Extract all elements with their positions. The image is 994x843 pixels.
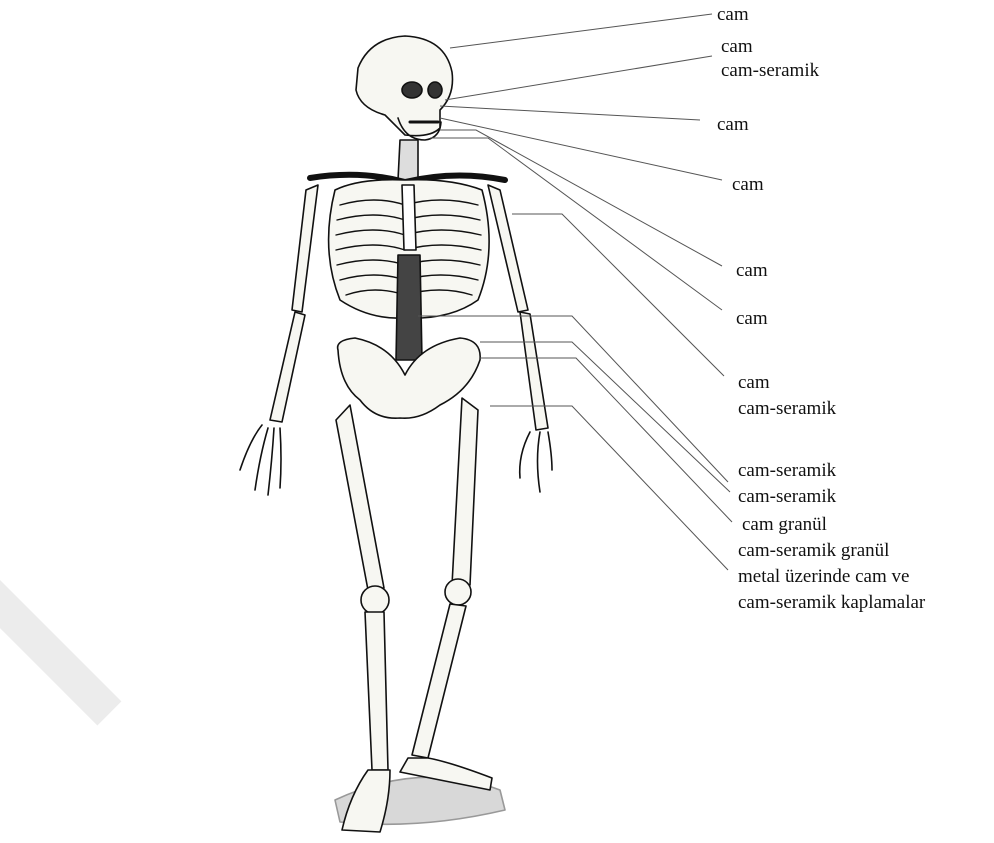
eye-socket-left <box>402 82 422 98</box>
leader-ear <box>445 56 712 100</box>
right-tibia <box>365 612 388 770</box>
left-tibia <box>412 604 466 758</box>
leader-sternum <box>512 214 724 376</box>
label-mandible: cam <box>732 174 764 195</box>
leader-hip <box>490 406 728 570</box>
left-humerus <box>488 185 528 312</box>
right-hand <box>240 425 281 495</box>
label-hip-coating-2: cam-seramik kaplamalar <box>738 592 925 613</box>
eye-socket-right <box>428 82 442 98</box>
leader-iliac <box>480 342 730 492</box>
label-maxilla: cam <box>717 114 749 135</box>
label-hip-coating-1: metal üzerinde cam ve <box>738 566 909 587</box>
label-sternum-ceramic: cam-seramik <box>738 398 836 419</box>
leader-skull <box>450 14 712 48</box>
lumbar-spine <box>396 255 422 360</box>
leader-maxilla <box>440 106 700 120</box>
label-pelvis-granule: cam-seramik granül <box>738 540 889 561</box>
label-iliac: cam-seramik <box>738 486 836 507</box>
right-forearm <box>270 312 305 422</box>
skeleton-drawing <box>240 36 552 832</box>
sternum <box>402 185 416 250</box>
leader-pelvis <box>480 358 732 522</box>
label-pelvis: cam granül <box>742 514 827 535</box>
label-clavicle: cam <box>736 308 768 329</box>
right-femur <box>336 405 384 590</box>
left-hand <box>520 432 552 492</box>
label-ear: cam <box>721 36 753 57</box>
label-sternum: cam <box>738 372 770 393</box>
right-knee <box>361 586 389 614</box>
label-spine: cam-seramik <box>738 460 836 481</box>
leader-mandible <box>440 118 722 180</box>
cervical-spine <box>398 140 418 180</box>
label-skull: cam <box>717 4 749 25</box>
left-knee <box>445 579 471 605</box>
left-femur <box>452 398 478 585</box>
label-ear-ceramic: cam-seramik <box>721 60 819 81</box>
right-humerus <box>292 185 318 312</box>
label-cervical: cam <box>736 260 768 281</box>
left-forearm <box>520 312 548 430</box>
